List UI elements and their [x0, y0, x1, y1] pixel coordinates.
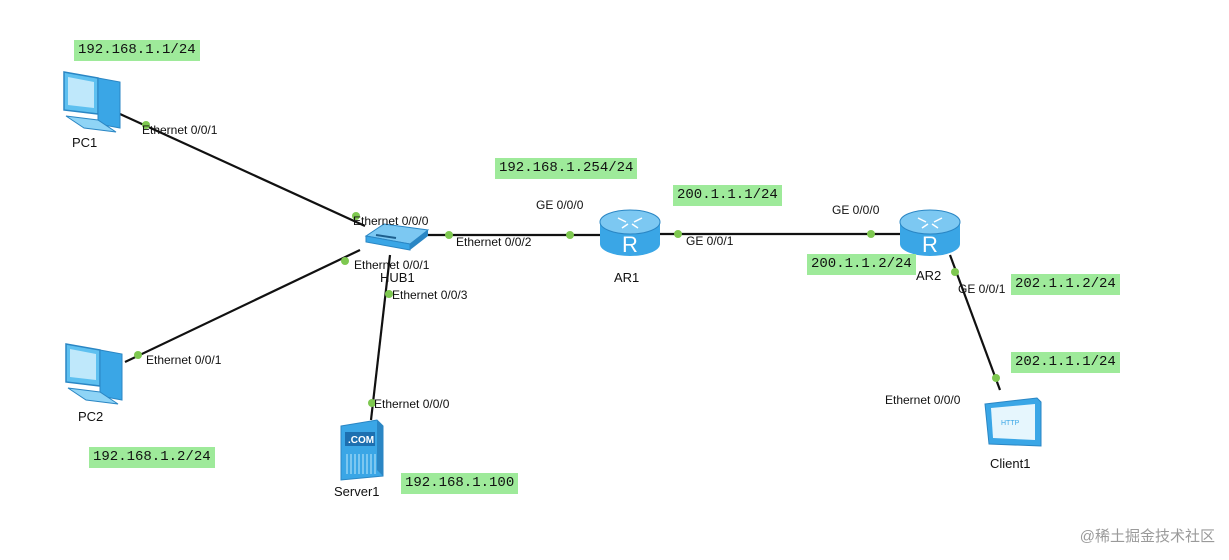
link-pc1-hub1 — [119, 112, 366, 228]
port-label-ar2-ge001: GE 0/0/1 — [958, 282, 1006, 296]
ip-label-pc2: 192.168.1.2/24 — [89, 447, 215, 468]
hub1-icon[interactable] — [364, 223, 430, 251]
port-dot-hub-e1 — [341, 257, 349, 265]
port-label-pc2-eth: Ethernet 0/0/1 — [146, 353, 222, 367]
device-name-client1: Client1 — [990, 456, 1031, 471]
link-hub1-server1 — [369, 254, 392, 421]
client-screen-text: HTTP — [1001, 420, 1020, 427]
ar2-glyph: R — [922, 232, 938, 257]
port-label-ar1-ge001: GE 0/0/1 — [686, 234, 734, 248]
pc2-icon[interactable] — [65, 343, 123, 405]
server-screen-text: .COM — [348, 435, 374, 446]
ip-label-pc1: 192.168.1.1/24 — [74, 40, 200, 61]
device-name-ar2: AR2 — [916, 268, 942, 283]
ar2-router-icon[interactable]: R — [899, 209, 961, 257]
watermark: @稀土掘金技术社区 — [1079, 528, 1215, 545]
port-label-server-eth: Ethernet 0/0/0 — [374, 397, 450, 411]
ip-label-client1: 202.1.1.1/24 — [1011, 352, 1120, 373]
device-name-hub1: HUB1 — [380, 270, 415, 285]
device-name-ar1: AR1 — [614, 270, 640, 285]
port-dot-pc1 — [142, 121, 150, 129]
port-dot-hub-e2 — [445, 231, 453, 239]
port-dot-ar2-g1 — [951, 268, 959, 276]
port-label-client-eth: Ethernet 0/0/0 — [885, 393, 961, 407]
link-ar2-client1 — [948, 254, 1002, 391]
ar1-glyph: R — [622, 232, 638, 257]
port-label-hub-eth3: Ethernet 0/0/3 — [392, 288, 468, 302]
device-name-pc2: PC2 — [78, 409, 104, 424]
port-dot-server — [368, 399, 376, 407]
port-dots — [134, 121, 1000, 407]
links — [119, 112, 1002, 421]
ip-label-server1: 192.168.1.100 — [401, 473, 519, 494]
port-label-ar2-ge000: GE 0/0/0 — [832, 203, 880, 217]
pc1-icon[interactable] — [63, 71, 121, 133]
ip-label-ar1-g0: 192.168.1.254/24 — [495, 158, 638, 179]
port-dot-hub-e3 — [385, 290, 393, 298]
device-name-server1: Server1 — [334, 484, 380, 499]
client1-icon[interactable]: HTTP — [984, 397, 1042, 447]
ip-label-ar2-g0: 200.1.1.2/24 — [807, 254, 916, 275]
port-dot-ar2-g0 — [867, 230, 875, 238]
port-dot-ar1-g0 — [566, 231, 574, 239]
port-dot-ar1-g1 — [674, 230, 682, 238]
device-name-pc1: PC1 — [72, 135, 98, 150]
port-label-hub-eth2: Ethernet 0/0/2 — [456, 235, 532, 249]
port-dot-hub-e0 — [352, 212, 360, 220]
port-dot-pc2 — [134, 351, 142, 359]
ar1-router-icon[interactable]: R — [599, 209, 661, 257]
port-label-hub-eth0: Ethernet 0/0/0 — [353, 214, 429, 228]
ip-label-ar1-g1: 200.1.1.1/24 — [673, 185, 782, 206]
port-dot-client — [992, 374, 1000, 382]
link-pc2-hub1 — [124, 249, 361, 363]
port-label-pc1-eth: Ethernet 0/0/1 — [142, 123, 218, 137]
port-label-ar1-ge000: GE 0/0/0 — [536, 198, 584, 212]
ip-label-ar2-g1: 202.1.1.2/24 — [1011, 274, 1120, 295]
port-label-hub-eth1: Ethernet 0/0/1 — [354, 258, 430, 272]
server1-icon[interactable]: .COM — [340, 419, 384, 481]
